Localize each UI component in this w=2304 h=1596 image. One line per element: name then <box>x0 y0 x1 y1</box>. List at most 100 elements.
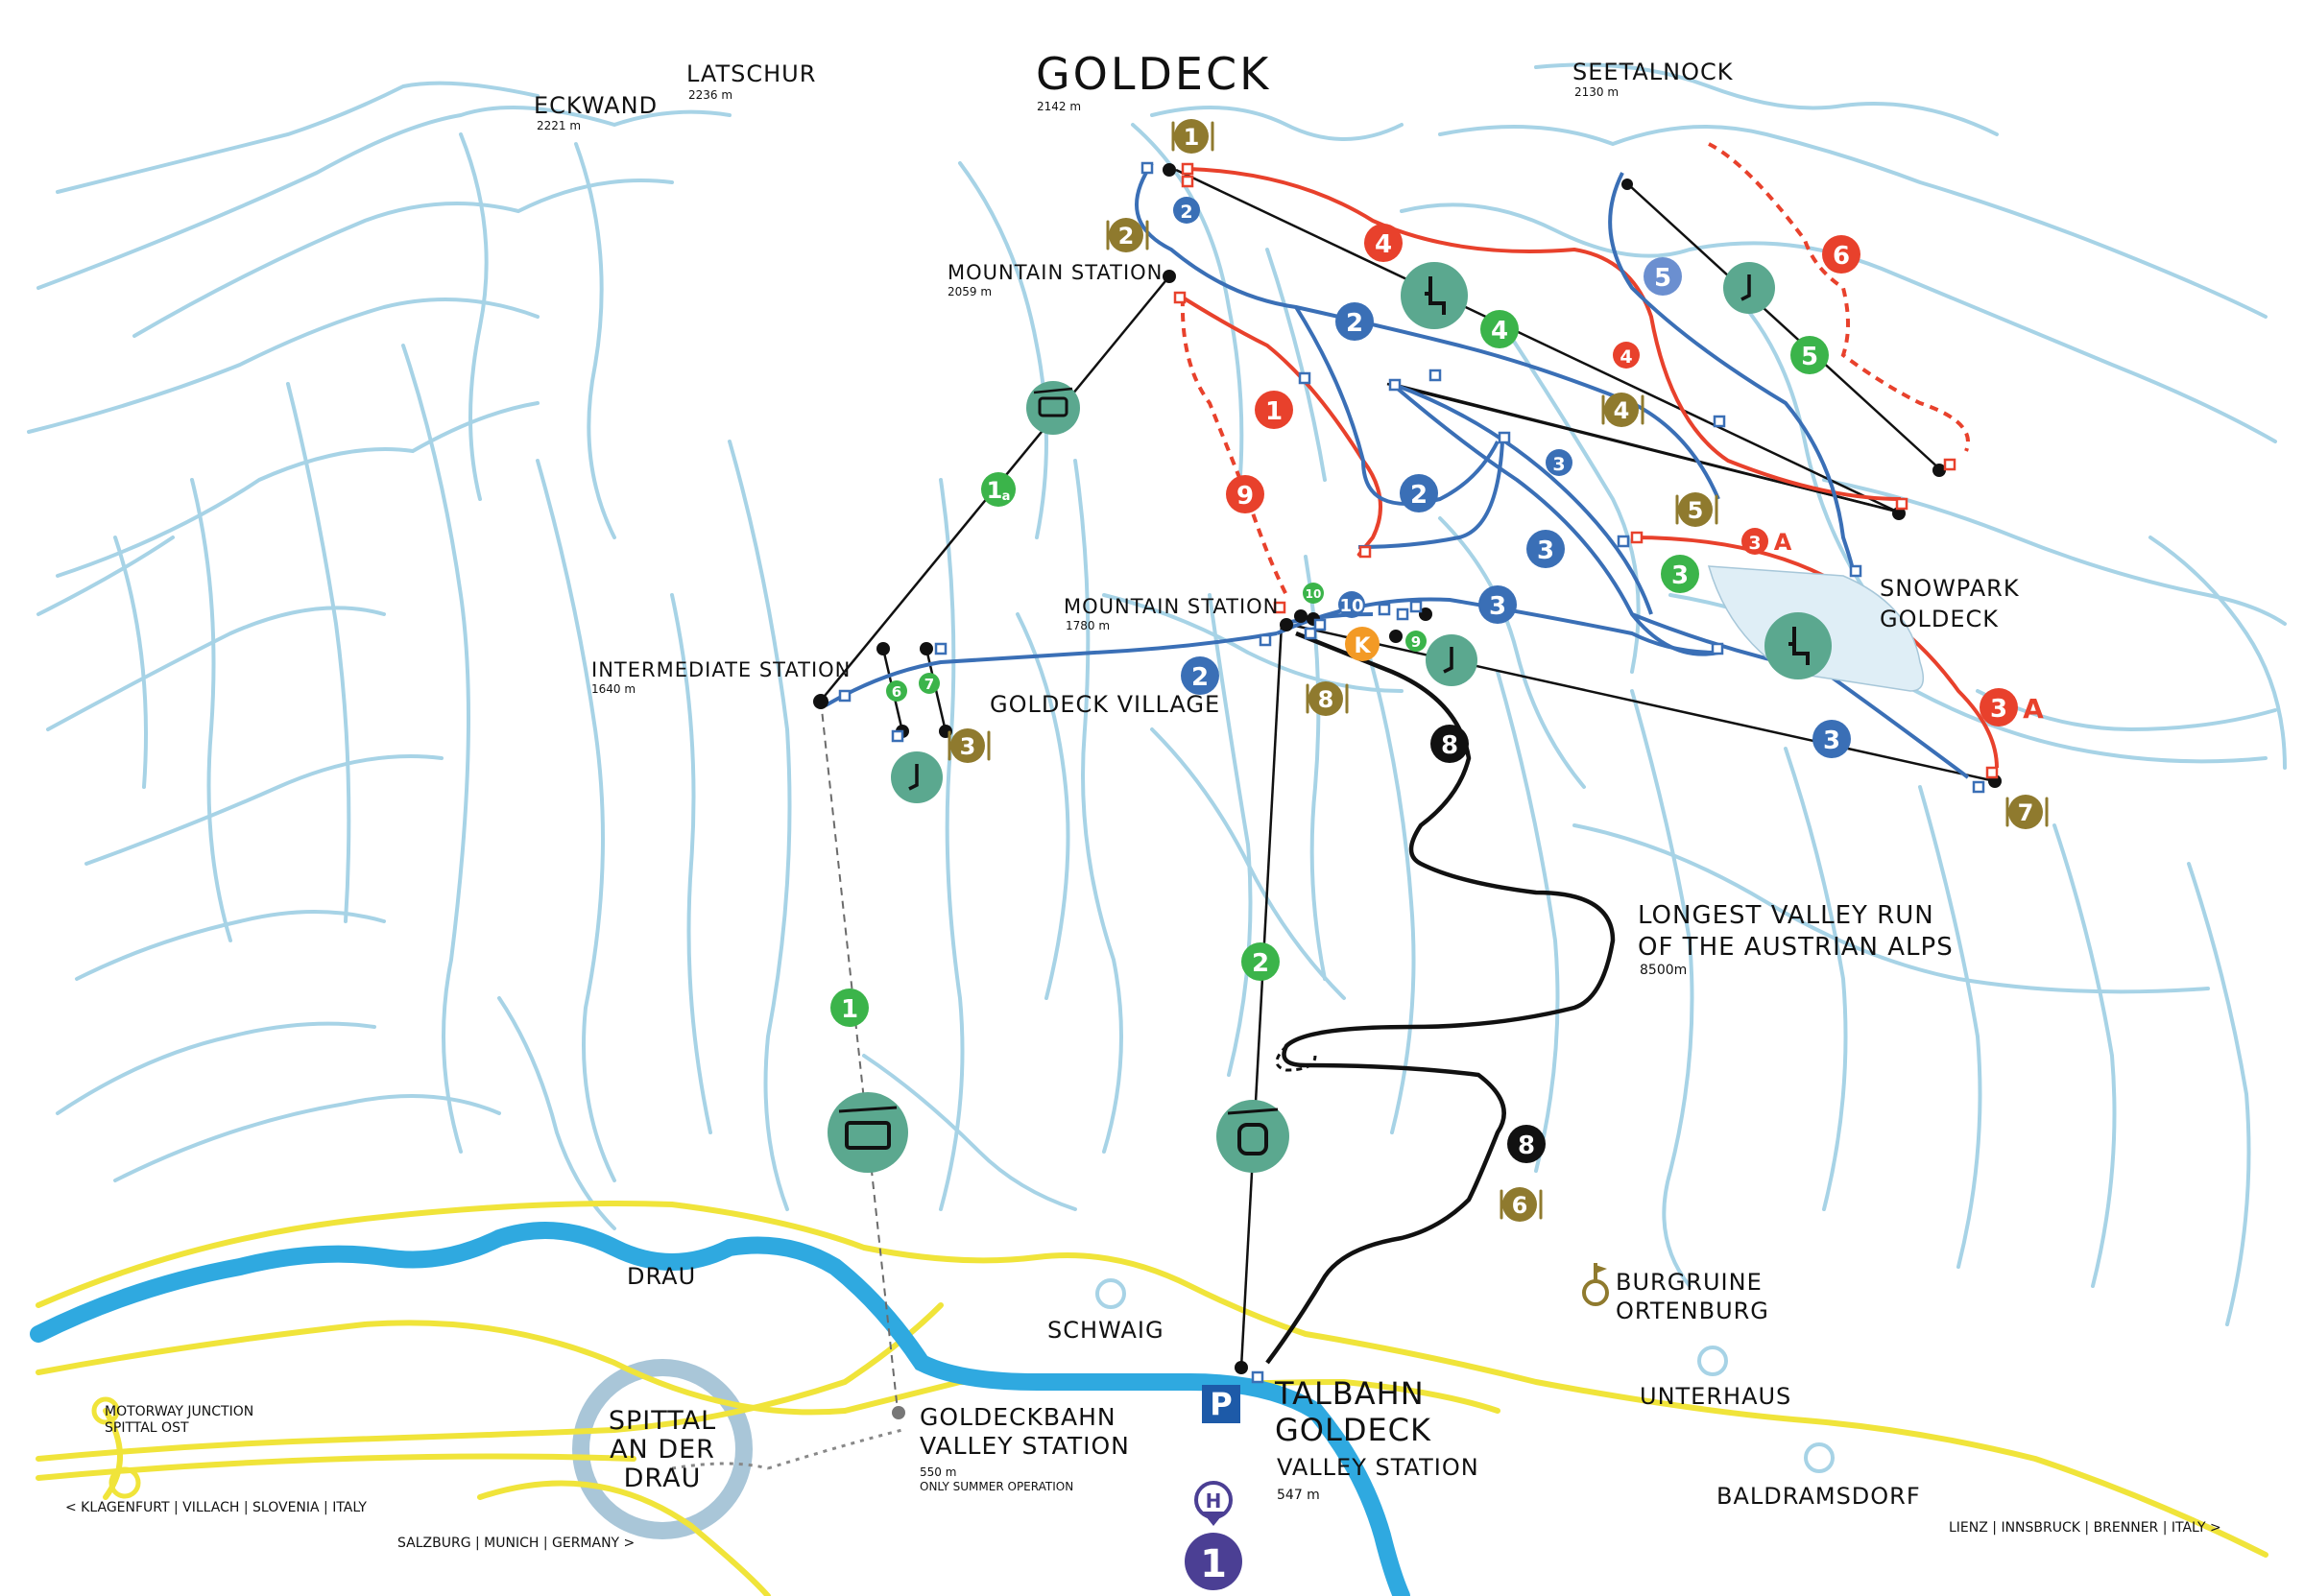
lift-nodes <box>813 163 2002 1374</box>
goldeckbahn-station-dot <box>892 1406 905 1419</box>
svg-text:8: 8 <box>1441 731 1458 760</box>
restaurant-marker-3: 3 <box>950 728 985 763</box>
slope-endpoints <box>838 161 1999 1384</box>
mountain-station-top-alt: 2059 m <box>948 285 993 298</box>
slope-marker-3c: 3 <box>1478 585 1517 624</box>
restaurant-marker-6: 6 <box>1502 1187 1537 1222</box>
schwaig-circle <box>1095 1278 1126 1309</box>
baldramsdorf-circle <box>1804 1442 1835 1473</box>
peak-goldeck-name: GOLDECK <box>1036 48 1272 100</box>
slope-marker-2c: 2 <box>1400 474 1438 512</box>
restaurant-marker-5: 5 <box>1678 492 1713 527</box>
intermediate-station-alt: 1640 m <box>591 682 636 696</box>
kids-area-marker: K <box>1345 627 1380 661</box>
slope-marker-3b: 3 <box>1526 530 1565 568</box>
restaurant-marker-4: 4 <box>1604 393 1639 427</box>
motorway-junction <box>91 1396 141 1499</box>
talbahn-line2: GOLDECK <box>1275 1412 1431 1448</box>
svg-text:2: 2 <box>1118 223 1135 250</box>
goldeckbahn-alt: 550 m <box>920 1465 957 1479</box>
svg-text:2: 2 <box>1191 663 1209 692</box>
svg-text:H: H <box>1206 1489 1222 1513</box>
chairlift-icon-5 <box>1723 262 1775 314</box>
slope-marker-3d: 3 <box>1812 720 1851 758</box>
valley-run-length: 8500m <box>1640 963 1688 978</box>
motorway-line1: MOTORWAY JUNCTION <box>105 1404 254 1419</box>
parking-icon: P <box>1202 1385 1240 1423</box>
slope-marker-6: 6 <box>1822 235 1860 274</box>
valley-run-label: LONGEST VALLEY RUN OF THE AUSTRIAN ALPS <box>1638 900 1954 964</box>
slope-marker-10: 10 <box>1338 591 1365 618</box>
svg-text:7: 7 <box>924 676 934 693</box>
svg-text:A: A <box>2023 693 2044 725</box>
svg-text:A: A <box>1774 529 1792 556</box>
svg-text:5: 5 <box>1801 343 1818 371</box>
unterhaus-label: UNTERHAUS <box>1640 1383 1792 1410</box>
gondola-icon-1 <box>828 1092 908 1173</box>
summer-lift-line <box>820 700 899 1412</box>
valley-run-line2: OF THE AUSTRIAN ALPS <box>1638 933 1954 962</box>
slope-marker-9: 9 <box>1226 475 1264 513</box>
talbahn-line1: TALBAHN <box>1275 1375 1425 1412</box>
restaurant-marker-7: 7 <box>2008 795 2043 829</box>
talbahn-line3: VALLEY STATION <box>1277 1454 1479 1481</box>
burgruine-line1: BURGRUINE <box>1616 1269 1763 1296</box>
svg-text:6: 6 <box>1512 1192 1528 1219</box>
lift-marker-6: 6 <box>886 680 907 702</box>
surface-lift-icon-6 <box>891 751 943 803</box>
svg-text:a: a <box>1002 489 1011 504</box>
svg-text:9: 9 <box>1236 482 1254 511</box>
svg-text:3: 3 <box>1823 727 1840 755</box>
talbahn-station-label: TALBAHN GOLDECK <box>1275 1375 1431 1448</box>
spittal-line3: DRAU <box>623 1464 702 1493</box>
slope-marker-4a: 4 <box>1364 224 1403 262</box>
intermediate-station-name: INTERMEDIATE STATION <box>591 658 852 681</box>
slope-marker-2b: 2 <box>1335 302 1374 341</box>
valley-run-8 <box>1265 631 1616 1365</box>
valley-run-dashed <box>1275 1044 1317 1072</box>
svg-text:3: 3 <box>960 733 976 760</box>
blue-slopes <box>824 161 1970 779</box>
spittal-line2: AN DER <box>610 1435 715 1465</box>
svg-text:2: 2 <box>1252 949 1269 978</box>
svg-text:K: K <box>1354 634 1371 658</box>
svg-text:1: 1 <box>841 995 858 1024</box>
lift-icons <box>828 262 1832 1173</box>
lift-marker-10: 10 <box>1303 583 1324 604</box>
goldeck-village-label: GOLDECK VILLAGE <box>990 691 1221 718</box>
snowpark-line1: SNOWPARK <box>1880 575 2020 602</box>
river-drau <box>30 1222 1410 1596</box>
svg-text:1: 1 <box>1200 1542 1227 1586</box>
motorway-line2: SPITTAL OST <box>105 1420 189 1436</box>
svg-text:1: 1 <box>987 477 1003 504</box>
svg-text:3: 3 <box>1537 536 1554 565</box>
lift-marker-5: 5 <box>1790 336 1829 374</box>
goldeckbahn-line2: VALLEY STATION <box>920 1432 1130 1460</box>
svg-text:4: 4 <box>1620 346 1632 368</box>
motorway-junction-label: MOTORWAY JUNCTION SPITTAL OST <box>105 1404 253 1437</box>
goldeckbahn-station-label: GOLDECKBAHN VALLEY STATION <box>920 1403 1130 1461</box>
svg-text:3: 3 <box>1552 454 1565 475</box>
talbahn-alt: 547 m <box>1277 1488 1320 1503</box>
chairlift-icon-3 <box>1764 612 1832 679</box>
spittal-line1: SPITTAL <box>608 1406 717 1436</box>
svg-text:3: 3 <box>1748 533 1761 554</box>
slope-marker-1: 1 <box>1255 391 1293 429</box>
svg-text:10: 10 <box>1306 587 1322 601</box>
svg-text:9: 9 <box>1411 633 1421 651</box>
svg-text:2: 2 <box>1410 481 1428 510</box>
restaurant-marker-1: 1 <box>1174 119 1209 154</box>
unterhaus-circle <box>1697 1346 1728 1376</box>
lift-marker-7: 7 <box>919 673 940 694</box>
svg-text:P: P <box>1210 1386 1232 1422</box>
svg-text:2: 2 <box>1180 202 1192 223</box>
lift-marker-1: 1 <box>830 989 869 1027</box>
gondola-icon-1a <box>1026 381 1080 435</box>
goldeckbahn-line1: GOLDECKBAHN <box>920 1403 1116 1431</box>
svg-text:3: 3 <box>1489 592 1506 621</box>
mountain-station-top-name: MOUNTAIN STATION <box>948 261 1164 284</box>
svg-text:3: 3 <box>1671 561 1689 590</box>
